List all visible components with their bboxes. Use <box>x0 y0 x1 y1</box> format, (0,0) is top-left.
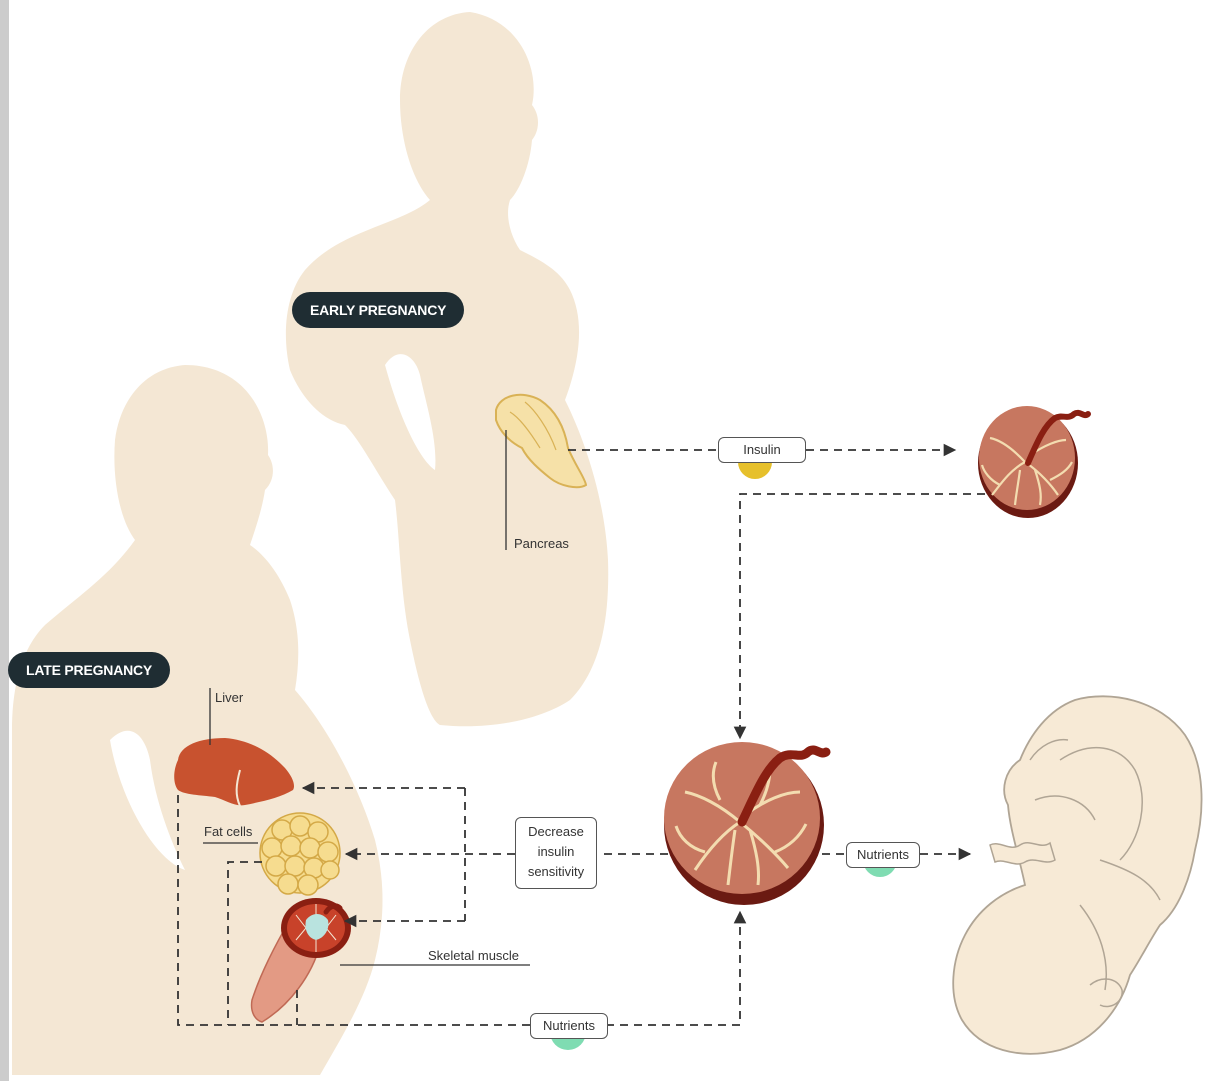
placenta-signal-arrow <box>740 494 985 738</box>
skeletal-muscle-label: Skeletal muscle <box>428 948 519 963</box>
insulin-tag: Insulin <box>718 437 806 463</box>
late-pregnancy-badge: LATE PREGNANCY <box>8 652 170 688</box>
fetus-illustration <box>953 696 1201 1053</box>
late-pregnancy-silhouette <box>12 365 383 1075</box>
early-pregnancy-badge: EARLY PREGNANCY <box>292 292 464 328</box>
liver-label: Liver <box>215 690 243 705</box>
decrease-line-3: sensitivity <box>516 862 596 882</box>
nutrients-to-fetus-tag: Nutrients <box>846 842 920 868</box>
early-pregnancy-silhouette <box>286 12 608 726</box>
placenta-small <box>978 406 1088 518</box>
decrease-insulin-sensitivity-tag: Decrease insulin sensitivity <box>515 817 597 889</box>
nutrients-from-mother-tag: Nutrients <box>530 1013 608 1039</box>
placenta-large <box>664 742 826 905</box>
decrease-line-1: Decrease <box>516 822 596 842</box>
pancreas-label: Pancreas <box>514 536 569 551</box>
fat-cells-label: Fat cells <box>204 824 252 839</box>
decrease-line-2: insulin <box>516 842 596 862</box>
